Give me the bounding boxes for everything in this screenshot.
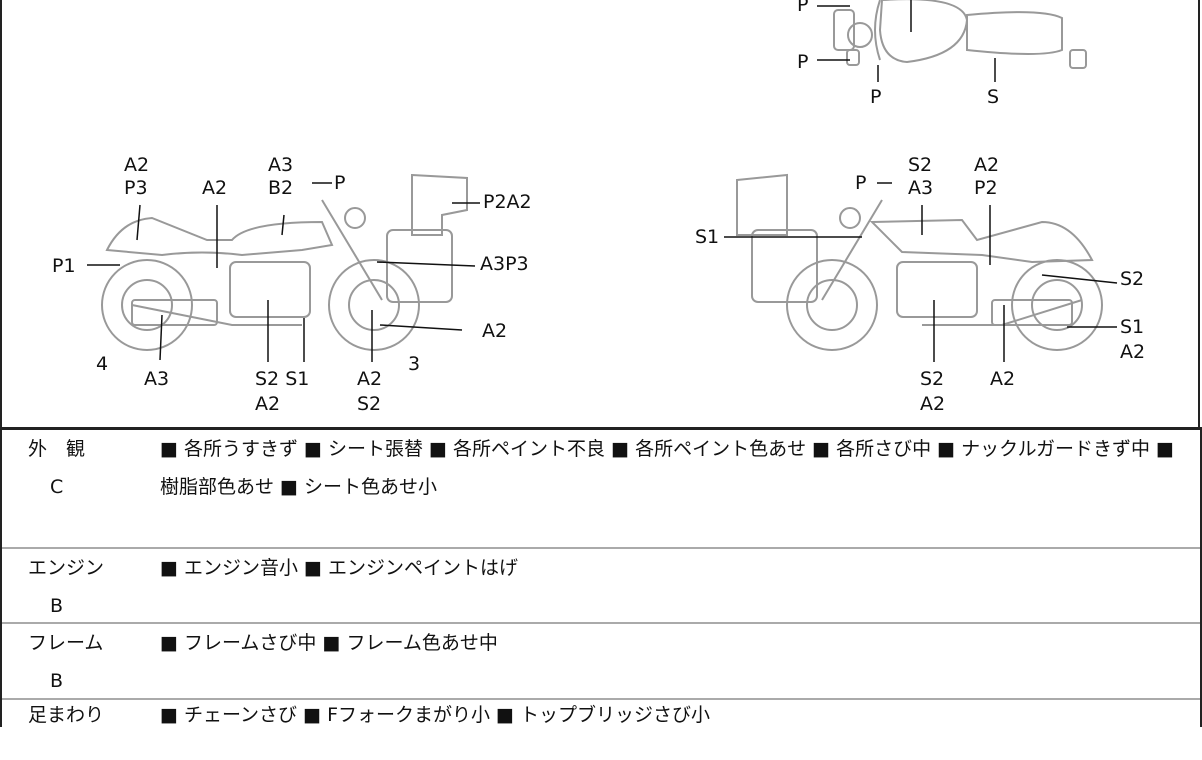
side-view-leader-lines bbox=[87, 182, 1118, 362]
condition-items: ■ エンジン音小 ■ エンジンペイントはげ bbox=[160, 557, 519, 579]
damage-label: A2 bbox=[990, 368, 1016, 390]
damage-label: S2 bbox=[920, 368, 945, 390]
condition-row-frame: フレーム B ■ フレームさび中 ■ フレーム色あせ中 bbox=[2, 624, 1200, 700]
damage-label: S bbox=[987, 86, 1000, 108]
right-side-motorcycle bbox=[736, 173, 1103, 351]
damage-label: A2 bbox=[202, 177, 228, 199]
condition-items: ■ 各所うすきず ■ シート張替 ■ 各所ペイント不良 ■ 各所ペイント色あせ … bbox=[160, 438, 1174, 498]
damage-label: P1 bbox=[52, 255, 76, 277]
damage-diagram: P P P S A2 P3 A2 A3 B2 P P2A2 P1 A3P3 A2… bbox=[0, 0, 1200, 427]
damage-label: P bbox=[870, 86, 882, 108]
left-side-motorcycle bbox=[101, 173, 468, 351]
damage-label: A2 bbox=[1120, 341, 1146, 363]
damage-label: P3 bbox=[124, 177, 148, 199]
category-label: フレーム bbox=[28, 632, 104, 654]
damage-label: P2A2 bbox=[483, 191, 532, 213]
damage-label: A3 bbox=[908, 177, 934, 199]
damage-label: A3 bbox=[268, 154, 294, 176]
damage-label: P bbox=[334, 172, 346, 194]
damage-label: P bbox=[797, 51, 809, 73]
damage-label: B2 bbox=[268, 177, 294, 199]
grade-label: C bbox=[50, 476, 64, 498]
condition-table: 外 観 C ■ 各所うすきず ■ シート張替 ■ 各所ペイント不良 ■ 各所ペイ… bbox=[0, 427, 1202, 727]
damage-label: A3 bbox=[144, 368, 170, 390]
condition-row-suspension: 足まわり ■ チェーンさび ■ Fフォークまがり小 ■ トップブリッジさび小 bbox=[2, 700, 1200, 760]
damage-label: S1 bbox=[695, 226, 720, 248]
category-label: 足まわり bbox=[28, 704, 105, 726]
damage-label: P bbox=[855, 172, 867, 194]
damage-label: A3P3 bbox=[480, 253, 529, 275]
grade-label: B bbox=[50, 670, 64, 692]
condition-items: ■ フレームさび中 ■ フレーム色あせ中 bbox=[160, 632, 498, 654]
grade-label: B bbox=[50, 595, 64, 617]
top-view-leader-lines bbox=[817, 0, 996, 82]
damage-label: S2 S1 bbox=[255, 368, 310, 390]
damage-label: A2 bbox=[255, 393, 281, 415]
damage-label: A2 bbox=[124, 154, 150, 176]
condition-row-engine: エンジン B ■ エンジン音小 ■ エンジンペイントはげ bbox=[2, 549, 1200, 624]
damage-label: P bbox=[797, 0, 809, 16]
damage-label: 4 bbox=[96, 353, 109, 375]
damage-label: S2 bbox=[357, 393, 382, 415]
damage-label: S1 bbox=[1120, 316, 1145, 338]
damage-label: 3 bbox=[408, 353, 421, 375]
condition-row-exterior: 外 観 C ■ 各所うすきず ■ シート張替 ■ 各所ペイント不良 ■ 各所ペイ… bbox=[2, 430, 1200, 549]
damage-label: A2 bbox=[357, 368, 383, 390]
damage-label: A2 bbox=[482, 320, 508, 342]
top-view-motorcycle bbox=[833, 0, 1087, 69]
motorcycle-drawings bbox=[87, 0, 1118, 362]
damage-label: A2 bbox=[974, 154, 1000, 176]
damage-label: S2 bbox=[1120, 268, 1145, 290]
damage-label: S2 bbox=[908, 154, 933, 176]
damage-label: P2 bbox=[974, 177, 998, 199]
condition-items: ■ チェーンさび ■ Fフォークまがり小 ■ トップブリッジさび小 bbox=[160, 704, 711, 726]
category-label: エンジン bbox=[28, 557, 105, 579]
category-label: 外 観 bbox=[28, 438, 86, 460]
damage-label: A2 bbox=[920, 393, 946, 415]
